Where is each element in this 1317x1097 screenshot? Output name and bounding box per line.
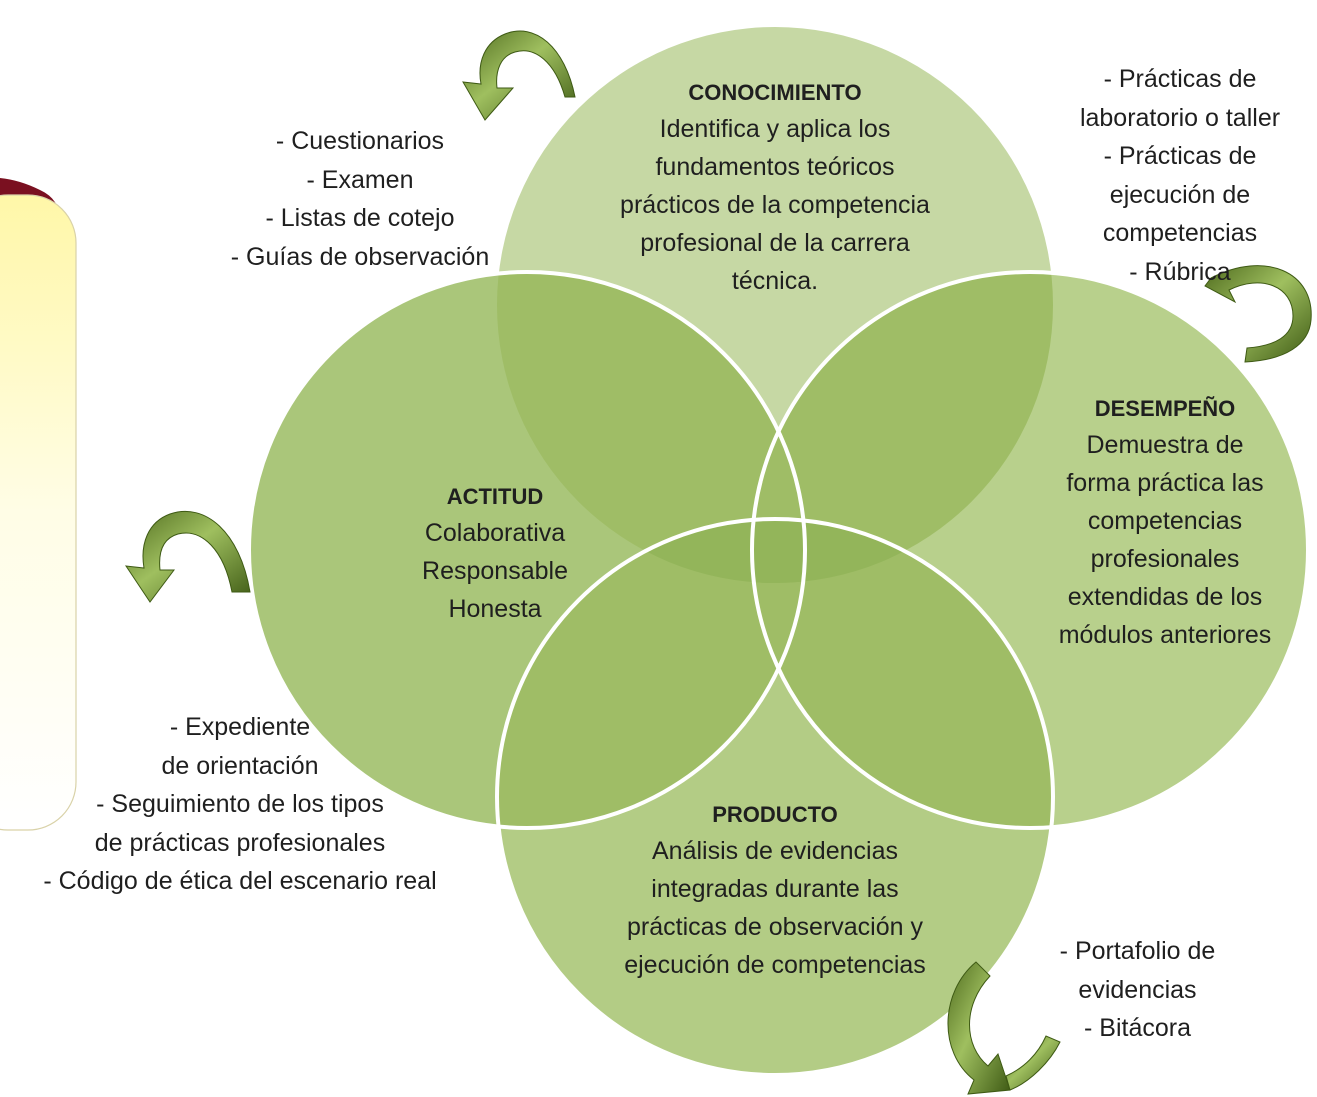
circle-conocimiento-title: CONOCIMIENTO [688, 80, 862, 105]
circle-desempeno-line: Demuestra de [1086, 431, 1244, 459]
circle-desempeno-line: competencias [1087, 507, 1243, 535]
instruments-actitud: - Expediente de orientación - Seguimient… [10, 708, 470, 901]
instrument-item: - Listas de cotejo [265, 204, 455, 232]
circle-actitud-title: ACTITUD [446, 484, 544, 509]
circle-actitud-line: Honesta [448, 595, 542, 623]
instruments-producto: - Portafolio de evidencias - Bitácora [1030, 932, 1245, 1048]
instrument-item: - Guías de observación [230, 242, 490, 271]
instrument-item: - Portafolio de [1059, 937, 1216, 965]
circle-actitud-line: Colaborativa [424, 519, 566, 547]
circle-producto-text: PRODUCTO Análisis de evidencias integrad… [570, 798, 980, 984]
instruments-desempeno: - Prácticas de laboratorio o taller - Pr… [1050, 60, 1310, 291]
instrument-item: - Bitácora [1084, 1014, 1191, 1042]
curved-arrow-icon [1204, 265, 1312, 363]
circle-conocimiento-line: fundamentos teóricos [655, 153, 895, 181]
side-panel [0, 178, 77, 831]
circle-actitud-outline [247, 270, 807, 830]
circle-conocimiento-line: Identifica y aplica los [659, 115, 891, 143]
curved-arrow-icon [462, 30, 576, 121]
instrument-item: ejecución de [1109, 180, 1251, 209]
instrument-item: - Código de ética del escenario real [43, 867, 437, 895]
instrument-item: de orientación [161, 751, 319, 780]
curved-arrow-icon [947, 961, 1061, 1095]
instrument-item: - Prácticas de [1103, 142, 1257, 170]
circle-conocimiento-line: técnica. [731, 267, 819, 295]
circle-actitud-line: Responsable [422, 557, 568, 585]
circle-conocimiento-line: profesional de la carrera [640, 229, 910, 257]
instrument-item: - Cuestionarios [275, 127, 445, 155]
circle-conocimiento-line: prácticos de la competencia [620, 191, 930, 219]
instrument-item: - Expediente [169, 713, 311, 741]
circle-desempeno-line: profesionales [1090, 545, 1240, 573]
circle-desempeno-line: forma práctica las [1066, 469, 1264, 497]
circle-desempeno-line: extendidas de los [1067, 583, 1263, 611]
circle-producto-line: integradas durante las [651, 875, 899, 903]
circle-desempeno-text: DESEMPEÑO Demuestra de forma práctica la… [1015, 392, 1315, 654]
circle-producto-outline [495, 517, 1055, 1077]
circle-producto-line: prácticas de observación y [627, 913, 923, 941]
circle-desempeno-outline [750, 270, 1310, 830]
side-panel-body [0, 194, 77, 831]
circle-desempeno-line: módulos anteriores [1058, 621, 1272, 649]
curved-arrow-icon [124, 510, 251, 603]
instruments-conocimiento: - Cuestionarios - Examen - Listas de cot… [200, 122, 520, 276]
instrument-item: - Examen [306, 165, 414, 194]
circle-producto-title: PRODUCTO [712, 802, 838, 827]
instrument-item: - Seguimiento de los tipos [96, 790, 384, 818]
instrument-item: competencias [1102, 219, 1258, 247]
circle-producto-line: Análisis de evidencias [652, 837, 898, 865]
circle-desempeno-title: DESEMPEÑO [1094, 396, 1236, 421]
circle-producto-line: ejecución de competencias [624, 951, 926, 979]
instrument-item: evidencias [1078, 975, 1197, 1004]
circle-actitud-text: ACTITUD Colaborativa Responsable Honesta [380, 480, 610, 628]
instrument-item: de prácticas profesionales [94, 828, 386, 857]
instrument-item: - Rúbrica [1129, 257, 1231, 286]
instrument-item: laboratorio o taller [1079, 103, 1281, 132]
instrument-item: - Prácticas de [1103, 65, 1257, 93]
circle-conocimiento-text: CONOCIMIENTO Identifica y aplica los fun… [560, 76, 990, 300]
